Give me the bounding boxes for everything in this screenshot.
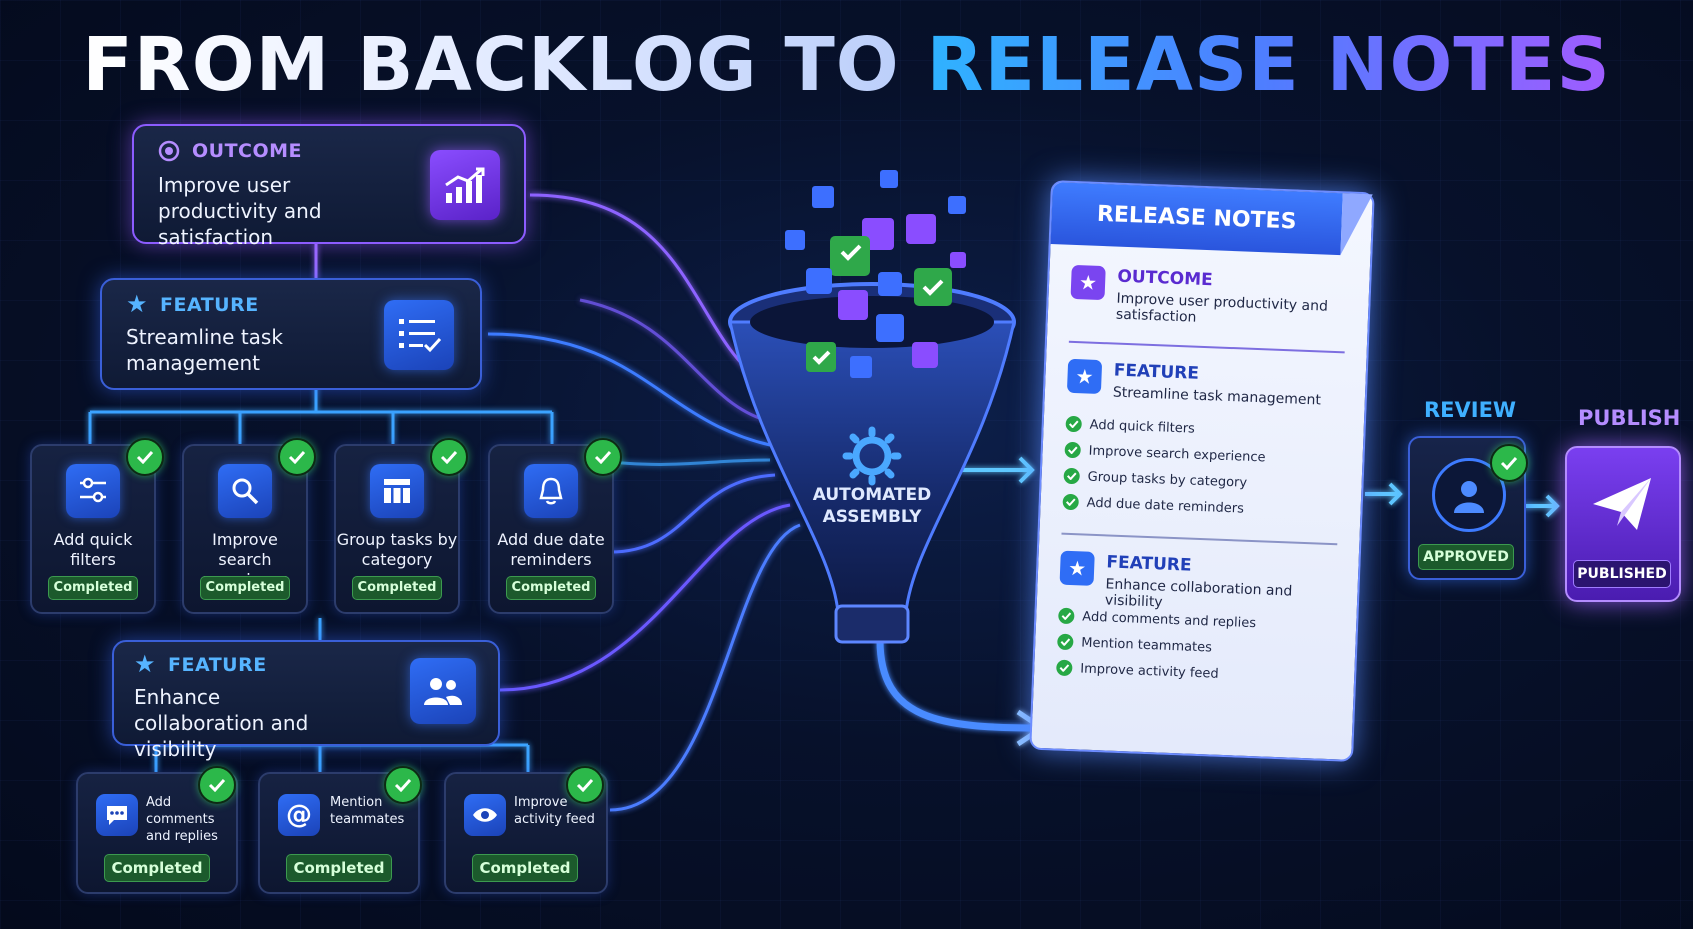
page-title: FROM BACKLOG TO RELEASE NOTES — [82, 22, 1611, 108]
check-icon — [1065, 415, 1083, 433]
approved-badge: APPROVED — [1418, 544, 1514, 570]
status-badge: Completed — [200, 576, 290, 600]
task-card: Group tasks by category Completed — [334, 444, 460, 614]
check-icon — [430, 438, 468, 476]
gear-icon — [842, 426, 902, 486]
check-icon — [1058, 607, 1075, 625]
paper-plane-icon — [1589, 474, 1657, 534]
grid-icon — [370, 464, 424, 518]
bell-icon — [524, 464, 578, 518]
check-icon — [198, 766, 236, 804]
users-icon — [410, 658, 476, 724]
check-icon — [1062, 493, 1080, 511]
check-icon — [566, 766, 604, 804]
doc-list-item: Add quick filters — [1065, 415, 1195, 437]
publish-card: PUBLISHED — [1565, 446, 1681, 602]
doc-list-item: Group tasks by category — [1063, 467, 1247, 491]
doc-list-item: Improve search experience — [1064, 441, 1266, 465]
star-icon: ★ — [134, 650, 156, 678]
check-icon — [278, 438, 316, 476]
doc-list-item: Improve activity feed — [1056, 659, 1219, 682]
doc-list-item: Add due date reminders — [1062, 493, 1244, 517]
sliders-icon — [66, 464, 120, 518]
star-icon: ★ — [1059, 550, 1095, 586]
feature2-text: Enhance collaboration and visibility — [134, 685, 309, 761]
outcome-tag: OUTCOME — [192, 140, 303, 162]
check-icon — [1064, 441, 1082, 459]
status-badge: Completed — [286, 854, 392, 882]
at-icon: @ — [278, 794, 320, 836]
chat-icon — [96, 794, 138, 836]
status-badge: Completed — [506, 576, 596, 600]
checklist-icon — [384, 300, 454, 370]
doc-list-item: Add comments and replies — [1058, 607, 1256, 631]
feature1-card: ★ FEATURE Streamline task management — [100, 278, 482, 390]
status-badge: Completed — [48, 576, 138, 600]
feature2-tag: FEATURE — [168, 654, 267, 676]
check-icon — [1057, 633, 1074, 651]
doc-divider — [1061, 532, 1338, 546]
review-label: REVIEW — [1424, 398, 1517, 422]
star-icon: ★ — [126, 290, 148, 318]
feature1-tag: FEATURE — [160, 294, 259, 316]
task-card: @ Mention teammates Completed — [258, 772, 420, 894]
check-icon — [584, 438, 622, 476]
funnel-shape — [728, 282, 1016, 644]
feature1-task-links — [88, 386, 554, 444]
chart-up-icon — [430, 150, 500, 220]
publish-label: PUBLISH — [1578, 406, 1681, 430]
doc-list-item: Mention teammates — [1057, 633, 1212, 656]
feature2-card: ★ FEATURE Enhance collaboration and visi… — [112, 640, 500, 761]
eye-icon — [464, 794, 506, 836]
doc-divider — [1068, 340, 1345, 354]
status-badge: Completed — [472, 854, 578, 882]
status-badge: Completed — [352, 576, 442, 600]
release-notes-header: RELEASE NOTES — [1050, 182, 1343, 256]
check-icon — [1056, 659, 1073, 677]
check-icon — [1063, 467, 1081, 485]
release-notes-document: RELEASE NOTES ★ OUTCOME Improve user pro… — [1029, 179, 1375, 763]
outcome-card: OUTCOME Improve user productivity and sa… — [132, 124, 526, 249]
check-icon — [384, 766, 422, 804]
published-badge: PUBLISHED — [1573, 560, 1671, 588]
check-icon — [1490, 444, 1528, 482]
check-icon — [126, 438, 164, 476]
floating-cubes — [785, 170, 966, 378]
star-icon: ★ — [1066, 358, 1103, 395]
page-fold — [1340, 193, 1373, 257]
outcome-flow — [529, 193, 761, 382]
star-icon: ★ — [1070, 264, 1106, 301]
feature1-text: Streamline task management — [126, 325, 283, 375]
status-badge: Completed — [104, 854, 210, 882]
search-icon — [218, 464, 272, 518]
outcome-text: Improve user productivity and satisfacti… — [158, 173, 322, 249]
funnel-label: AUTOMATED ASSEMBLY — [812, 485, 932, 527]
target-icon — [158, 140, 180, 162]
review-card: APPROVED — [1408, 436, 1526, 580]
